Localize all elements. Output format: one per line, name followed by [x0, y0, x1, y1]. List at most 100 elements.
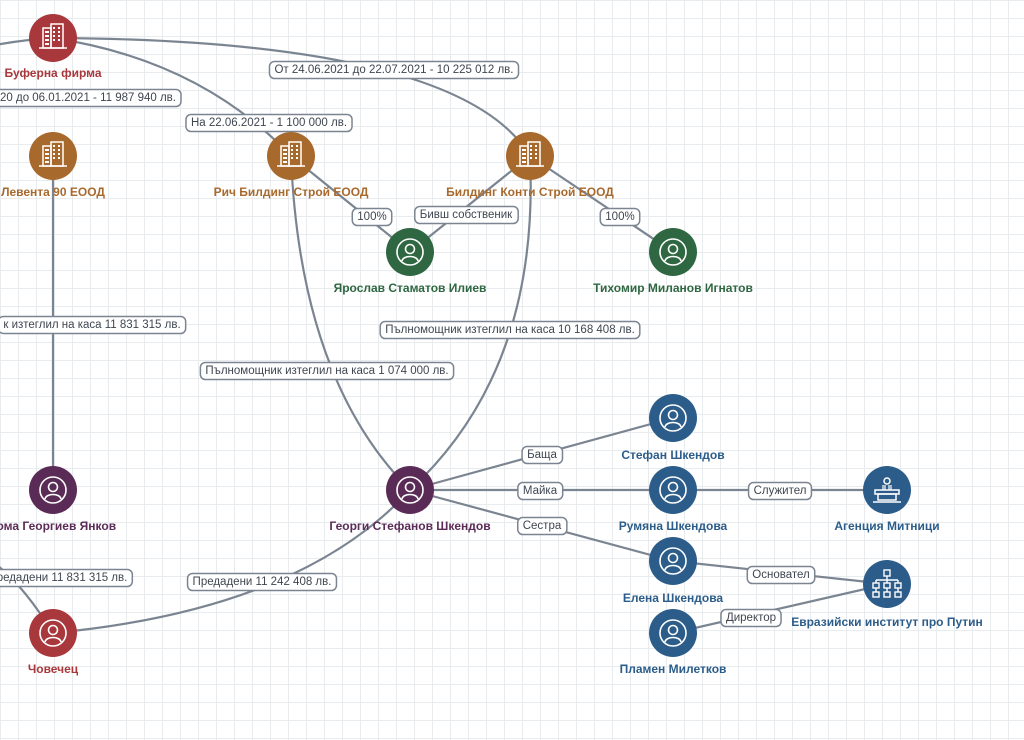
edge-label[interactable]: От 24.06.2021 до 22.07.2021 - 10 225 012… [268, 60, 520, 80]
node-georgi[interactable]: Георги Стефанов Шкендов [329, 466, 491, 533]
node-label: Евразийски институт про Путин [791, 615, 983, 629]
edge-label[interactable]: Основател [746, 565, 816, 585]
node-label: Буферна фирма [4, 66, 101, 80]
node-institute[interactable]: Евразийски институт про Путин [791, 560, 983, 629]
node-yaroslav[interactable]: Ярослав Стаматов Илиев [334, 228, 487, 295]
node-circle [386, 228, 434, 276]
node-elena[interactable]: Елена Шкендова [623, 537, 724, 605]
node-circle [506, 132, 554, 180]
node-circle [649, 394, 697, 442]
node-circle [29, 132, 77, 180]
node-label: Ярослав Стаматов Илиев [334, 281, 487, 295]
edge-label[interactable]: Директор [720, 608, 782, 628]
node-circle [863, 560, 911, 608]
node-label: Георги Стефанов Шкендов [329, 519, 490, 533]
node-circle [649, 537, 697, 585]
node-stefan[interactable]: Стефан Шкендов [621, 394, 725, 462]
edge-label-box [185, 113, 353, 133]
edge-label-box [517, 481, 564, 501]
edge-label-text: к изтеглил на каса 11 831 315 лв. [3, 319, 180, 331]
edge-label-box [0, 315, 187, 335]
edge-label-box [268, 60, 520, 80]
edge-label-text: 100% [357, 211, 386, 223]
node-label: Тихомир Миланов Игнатов [593, 281, 753, 295]
node-circle [649, 228, 697, 276]
edge-label[interactable]: к изтеглил на каса 11 831 315 лв. [0, 315, 187, 335]
node-konti[interactable]: Билдинг Конти Строй ЕООД [446, 132, 614, 199]
edge-label-box [199, 361, 455, 381]
edge-label[interactable]: Бивш собственик [414, 205, 519, 225]
edge-rich-yaroslav[interactable] [290, 155, 411, 253]
edge-label-box [599, 207, 641, 227]
edge-label-text: Бивш собственик [420, 209, 513, 221]
node-tihomir[interactable]: Тихомир Миланов Игнатов [593, 228, 753, 295]
edge-rich-georgi[interactable] [289, 155, 411, 491]
node-agency[interactable]: Агенция Митници [834, 466, 940, 533]
edge-label-box [379, 320, 641, 340]
node-label: Билдинг Конти Строй ЕООД [446, 185, 614, 199]
edge-label-box [516, 516, 568, 536]
edge-label-box [746, 565, 816, 585]
edge-label-text: Основател [752, 569, 809, 581]
node-plamen[interactable]: Пламен Милетков [620, 609, 727, 676]
edge-label-text: Пълномощник изтеглил на каса 10 168 408 … [385, 324, 635, 336]
node-rich[interactable]: Рич Билдинг Строй ЕООД [214, 132, 369, 199]
edge-plamen-institute[interactable] [672, 582, 888, 635]
node-label: Елена Шкендова [623, 591, 724, 605]
node-label: Стефан Шкендов [621, 448, 724, 462]
edge-label[interactable]: редадени 11 831 315 лв. [0, 568, 134, 588]
edge-label-box [414, 205, 519, 225]
node-yankov[interactable]: Тома Георгиев Янков [0, 466, 116, 533]
edge-label[interactable]: На 22.06.2021 - 1 100 000 лв. [185, 113, 353, 133]
edge-label[interactable]: Предадени 11 242 408 лв. [186, 572, 338, 592]
edge-label-text: На 22.06.2021 - 1 100 000 лв. [191, 117, 347, 129]
edge-label[interactable]: Служител [747, 481, 813, 501]
edge-label-text: 20 до 06.01.2021 - 11 987 940 лв. [0, 92, 176, 104]
node-label: Агенция Митници [834, 519, 939, 533]
node-circle [649, 466, 697, 514]
edge-label-text: 100% [605, 211, 634, 223]
edge-label[interactable]: Пълномощник изтеглил на каса 10 168 408 … [379, 320, 641, 340]
edge-konti-yaroslav[interactable] [409, 155, 531, 253]
node-label: Пламен Милетков [620, 662, 727, 676]
edge-label-text: Пълномощник изтеглил на каса 1 074 000 л… [205, 365, 448, 377]
edge-georgi-chovek[interactable] [52, 489, 411, 635]
edge-label-box [521, 445, 564, 465]
node-bufer[interactable]: Буферна фирма [4, 14, 102, 80]
edge-label-text: Служител [754, 485, 807, 497]
node-circle [29, 466, 77, 514]
edge-label[interactable]: Пълномощник изтеглил на каса 1 074 000 л… [199, 361, 455, 381]
edge-label[interactable]: 100% [351, 207, 393, 227]
edge-labels-layer: На 22.06.2021 - 1 100 000 лв. От 24.06.20… [0, 60, 816, 628]
node-circle [267, 132, 315, 180]
node-label: Левента 90 ЕООД [1, 185, 105, 199]
edge-label-text: Директор [726, 612, 776, 624]
edge-label-text: Предадени 11 242 408 лв. [193, 576, 332, 588]
edge-konti-tihomir[interactable] [529, 155, 674, 253]
node-label: Румяна Шкендова [619, 519, 728, 533]
edge-label[interactable]: 100% [599, 207, 641, 227]
node-label: Човечец [28, 662, 79, 676]
edge-label-box [0, 88, 182, 108]
edge-bufer-rich[interactable] [52, 36, 292, 157]
edge-konti-georgi[interactable] [409, 155, 532, 491]
node-leventa[interactable]: Левента 90 ЕООД [1, 132, 105, 199]
node-circle [29, 14, 77, 62]
edge-label-text: Баща [527, 449, 557, 461]
edge-label[interactable]: 20 до 06.01.2021 - 11 987 940 лв. [0, 88, 182, 108]
edge-label[interactable]: Майка [517, 481, 564, 501]
edge-label-text: Сестра [523, 520, 562, 532]
edge-label-text: Майка [523, 485, 558, 497]
edge-label-box [747, 481, 813, 501]
edge-label-text: редадени 11 831 315 лв. [0, 572, 127, 584]
edge-label[interactable]: Баща [521, 445, 564, 465]
node-label: Тома Георгиев Янков [0, 519, 116, 533]
node-chovek[interactable]: Човечец [28, 609, 79, 676]
node-rumyana[interactable]: Румяна Шкендова [619, 466, 728, 533]
edge-label-text: От 24.06.2021 до 22.07.2021 - 10 225 012… [274, 64, 513, 76]
edge-label[interactable]: Сестра [516, 516, 568, 536]
node-circle [386, 466, 434, 514]
edge-label-box [186, 572, 338, 592]
